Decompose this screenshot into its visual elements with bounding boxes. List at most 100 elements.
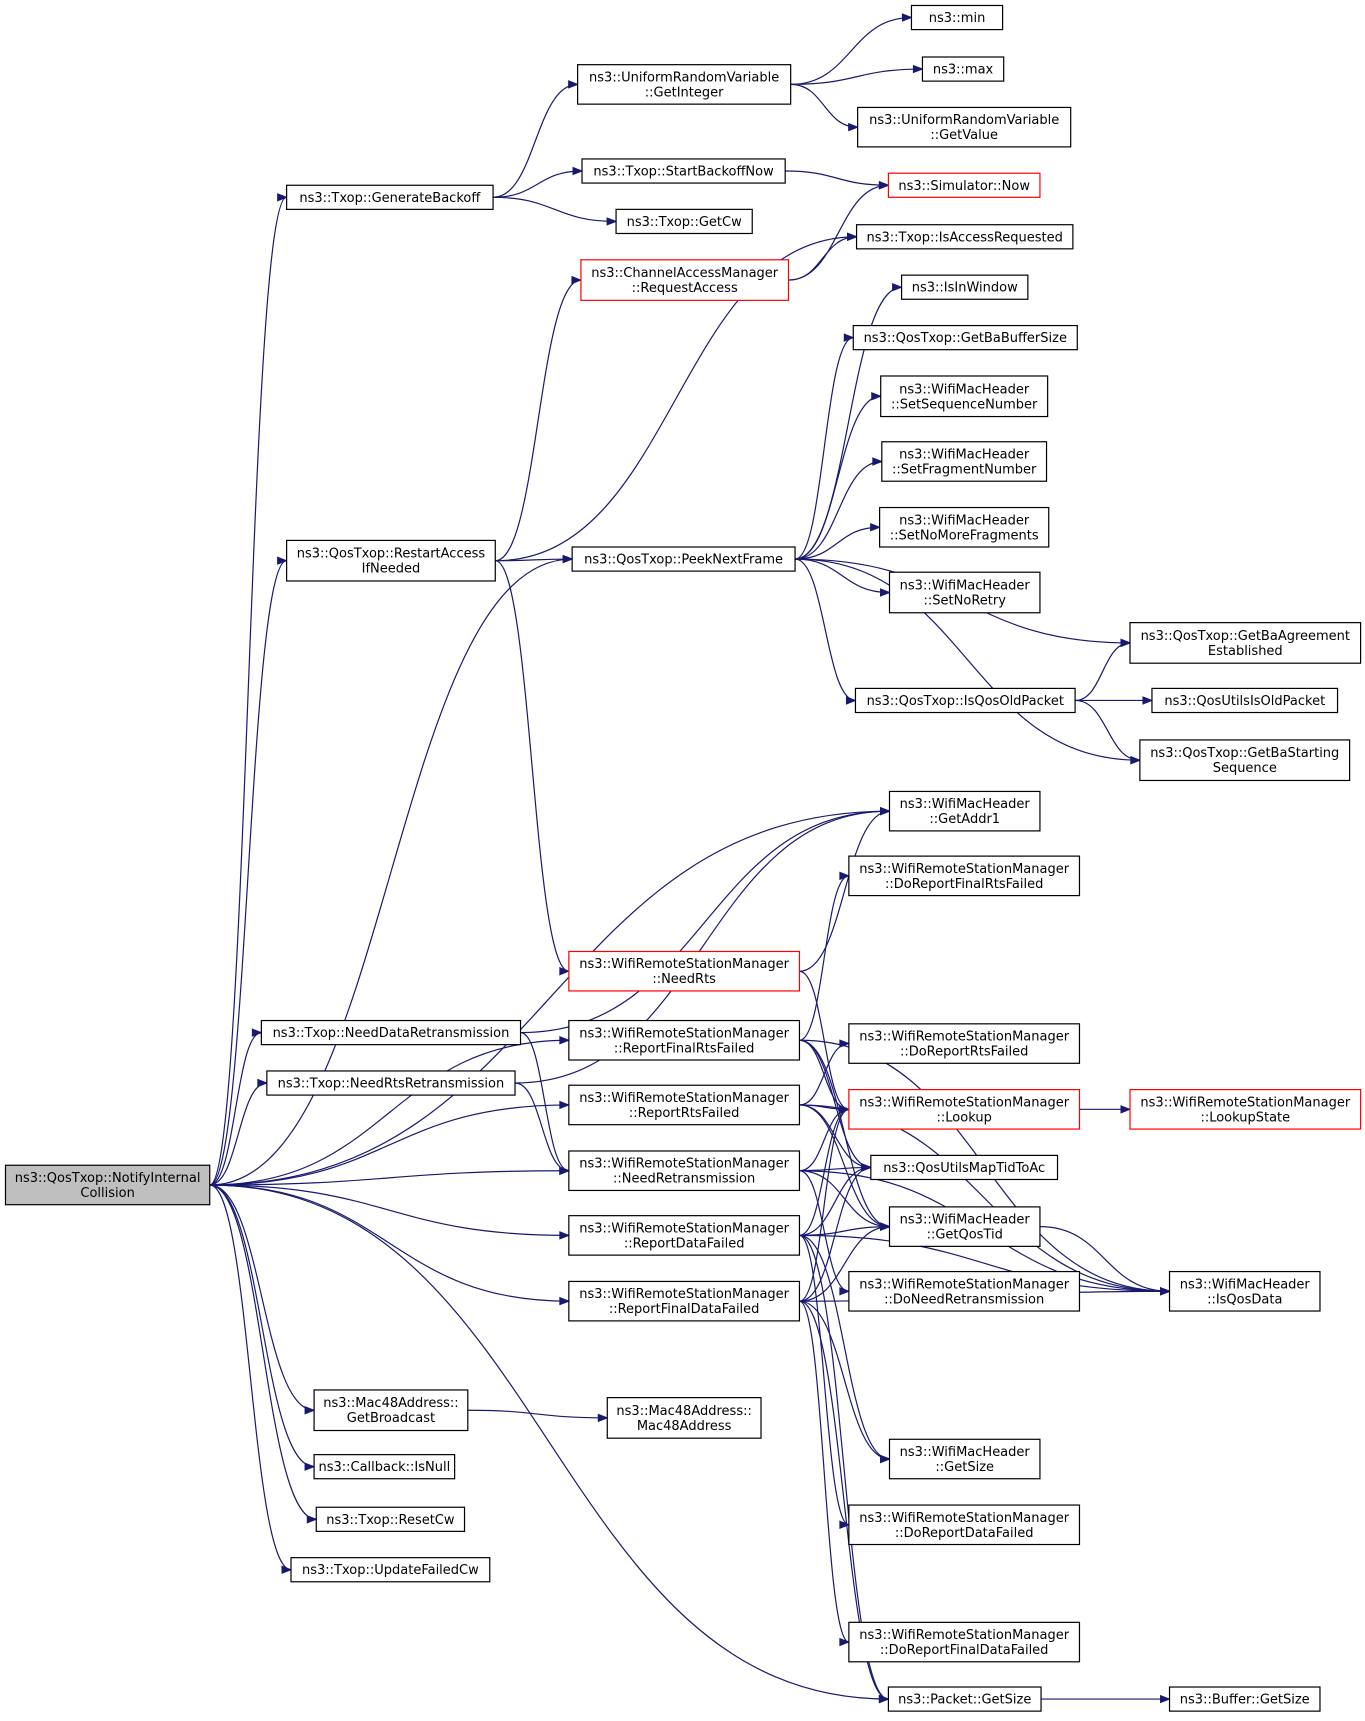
edge-urvGetInteger-to-max	[790, 64, 924, 86]
node-qosMapTid[interactable]: ns3::QosUtilsMapTidToAc	[870, 1154, 1059, 1181]
node-label: ns3::QosTxop::IsQosOldPacket	[867, 694, 1064, 709]
arrowhead	[892, 282, 903, 292]
node-setNoMore[interactable]: ns3::WifiMacHeader::SetNoMoreFragments	[879, 506, 1050, 548]
node-label: ns3::QosTxop::PeekNextFrame	[584, 553, 783, 568]
node-label: ::GetValue	[930, 128, 998, 143]
node-min[interactable]: ns3::min	[910, 4, 1004, 31]
node-setNoRetry[interactable]: ns3::WifiMacHeader::SetNoRetry	[888, 571, 1041, 614]
edge-isQosOld-to-qosUtilsOld	[1075, 696, 1154, 705]
edge-repFinalData-to-getQosTid	[799, 1222, 891, 1302]
node-doRepRts[interactable]: ns3::WifiRemoteStationManager::DoReportR…	[848, 1023, 1081, 1064]
node-label: ::SetFragmentNumber	[892, 462, 1037, 477]
node-getBroadcast[interactable]: ns3::Mac48Address::GetBroadcast	[313, 1389, 469, 1432]
arrowhead	[559, 1036, 571, 1045]
node-box	[880, 375, 1049, 418]
node-repData[interactable]: ns3::WifiRemoteStationManager::ReportDat…	[568, 1215, 801, 1256]
node-setSeq[interactable]: ns3::WifiMacHeader::SetSequenceNumber	[880, 375, 1049, 418]
node-box	[568, 1019, 801, 1061]
node-label: ns3::Txop::ResetCw	[326, 1513, 455, 1528]
node-peekNext[interactable]: ns3::QosTxop::PeekNextFrame	[571, 546, 796, 572]
node-label: ns3::Txop::StartBackoffNow	[593, 165, 774, 180]
arrowhead	[571, 275, 583, 285]
node-doRepData[interactable]: ns3::WifiRemoteStationManager::DoReportD…	[848, 1504, 1081, 1546]
node-hdrGetSize[interactable]: ns3::WifiMacHeader::GetSize	[888, 1438, 1041, 1480]
node-label: ns3::Packet::GetSize	[898, 1693, 1031, 1708]
node-label: ns3::WifiMacHeader	[900, 797, 1031, 812]
node-getBaBuf[interactable]: ns3::QosTxop::GetBaBufferSize	[852, 324, 1078, 351]
arrowhead	[306, 1515, 318, 1524]
node-getCw[interactable]: ns3::Txop::GetCw	[615, 208, 753, 235]
node-pktGetSize[interactable]: ns3::Packet::GetSize	[887, 1686, 1042, 1712]
node-resetCw[interactable]: ns3::Txop::ResetCw	[315, 1506, 466, 1532]
node-macCtor[interactable]: ns3::Mac48Address::Mac48Address	[606, 1397, 762, 1439]
node-cbIsNull[interactable]: ns3::Callback::IsNull	[313, 1454, 456, 1480]
node-label: ::GetSize	[935, 1460, 994, 1475]
node-box	[577, 64, 792, 105]
node-box	[1129, 622, 1362, 664]
node-label: ::DoReportFinalRtsFailed	[885, 877, 1043, 892]
node-box	[606, 1397, 762, 1439]
arrowhead	[880, 806, 891, 816]
node-doRepFinalData[interactable]: ns3::WifiRemoteStationManager::DoReportF…	[848, 1621, 1081, 1663]
node-startBackoff[interactable]: ns3::Txop::StartBackoffNow	[581, 158, 786, 184]
arrowhead	[251, 1028, 263, 1037]
node-doNeedRetx[interactable]: ns3::WifiRemoteStationManager::DoNeedRet…	[848, 1270, 1081, 1312]
node-lookup[interactable]: ns3::WifiRemoteStationManager::Lookup	[848, 1089, 1081, 1130]
node-isInWindow[interactable]: ns3::IsInWindow	[900, 274, 1029, 300]
node-label: ::NeedRts	[652, 972, 716, 987]
node-camRequest[interactable]: ns3::ChannelAccessManager::RequestAccess	[580, 259, 790, 301]
arrowhead	[843, 333, 855, 342]
node-box	[857, 106, 1072, 148]
arrowhead	[878, 1694, 890, 1704]
edge-peekNext-to-setNoMore	[795, 523, 881, 560]
node-repFinalRts[interactable]: ns3::WifiRemoteStationManager::ReportFin…	[568, 1019, 801, 1061]
node-box	[313, 1454, 456, 1480]
node-box	[1168, 1270, 1321, 1312]
node-box	[855, 224, 1074, 250]
node-simNow[interactable]: ns3::Simulator::Now	[887, 172, 1041, 198]
node-needRtsRetx[interactable]: ns3::Txop::NeedRtsRetransmission	[266, 1070, 516, 1096]
node-label: ns3::WifiRemoteStationManager	[859, 1511, 1069, 1526]
node-qosUtilsOld[interactable]: ns3::QosUtilsIsOldPacket	[1151, 687, 1339, 714]
node-needDataRetx[interactable]: ns3::Txop::NeedDataRetransmission	[260, 1019, 522, 1046]
edge-root-to-repFinalRts	[209, 1036, 571, 1186]
node-label: ::ReportFinalDataFailed	[609, 1302, 760, 1317]
node-label: ns3::QosTxop::GetBaStarting	[1150, 746, 1339, 761]
node-isAccessReq[interactable]: ns3::Txop::IsAccessRequested	[855, 224, 1074, 250]
node-needRetx[interactable]: ns3::WifiRemoteStationManager::NeedRetra…	[568, 1150, 801, 1192]
node-isQosData[interactable]: ns3::WifiMacHeader::IsQosData	[1168, 1270, 1321, 1312]
node-bufGetSize[interactable]: ns3::Buffer::GetSize	[1168, 1686, 1321, 1712]
arrowhead	[839, 1039, 851, 1048]
edge-root-to-needDataRetx	[209, 1028, 263, 1186]
node-max[interactable]: ns3::max	[921, 56, 1005, 82]
node-needRts[interactable]: ns3::WifiRemoteStationManager::NeedRts	[568, 950, 801, 992]
node-urvGetInteger[interactable]: ns3::UniformRandomVariable::GetInteger	[577, 64, 792, 105]
edge-restartAccess-to-isAccessReq	[495, 232, 858, 562]
node-box	[921, 56, 1005, 82]
edge-restartAccess-to-camRequest	[495, 275, 583, 562]
node-getAddr1[interactable]: ns3::WifiMacHeader::GetAddr1	[888, 790, 1041, 832]
node-isQosOld[interactable]: ns3::QosTxop::IsQosOldPacket	[854, 687, 1076, 714]
node-label: ns3::QosTxop::NotifyInternal	[15, 1171, 201, 1186]
node-updFailedCw[interactable]: ns3::Txop::UpdateFailedCw	[290, 1557, 491, 1583]
node-genBackoff[interactable]: ns3::Txop::GenerateBackoff	[286, 184, 494, 210]
node-setFrag[interactable]: ns3::WifiMacHeader::SetFragmentNumber	[881, 441, 1048, 482]
edge-peekNext-to-setSeq	[795, 392, 883, 560]
node-getQosTid[interactable]: ns3::WifiMacHeader::GetQosTid	[888, 1206, 1041, 1247]
node-label: ns3::WifiRemoteStationManager	[859, 1628, 1069, 1643]
node-label: ns3::Txop::NeedRtsRetransmission	[278, 1077, 505, 1092]
node-repRts[interactable]: ns3::WifiRemoteStationManager::ReportRts…	[568, 1084, 801, 1126]
node-lookupState[interactable]: ns3::WifiRemoteStationManager::LookupSta…	[1129, 1089, 1362, 1130]
node-doRepFinalRts[interactable]: ns3::WifiRemoteStationManager::DoReportF…	[848, 855, 1081, 897]
node-urvGetValue[interactable]: ns3::UniformRandomVariable::GetValue	[857, 106, 1072, 148]
arrowhead	[870, 523, 881, 532]
arrowhead	[839, 1520, 851, 1530]
arrowhead	[1120, 638, 1132, 648]
edge-startBackoff-to-simNow	[785, 170, 890, 190]
node-repFinalData[interactable]: ns3::WifiRemoteStationManager::ReportFin…	[568, 1280, 801, 1322]
